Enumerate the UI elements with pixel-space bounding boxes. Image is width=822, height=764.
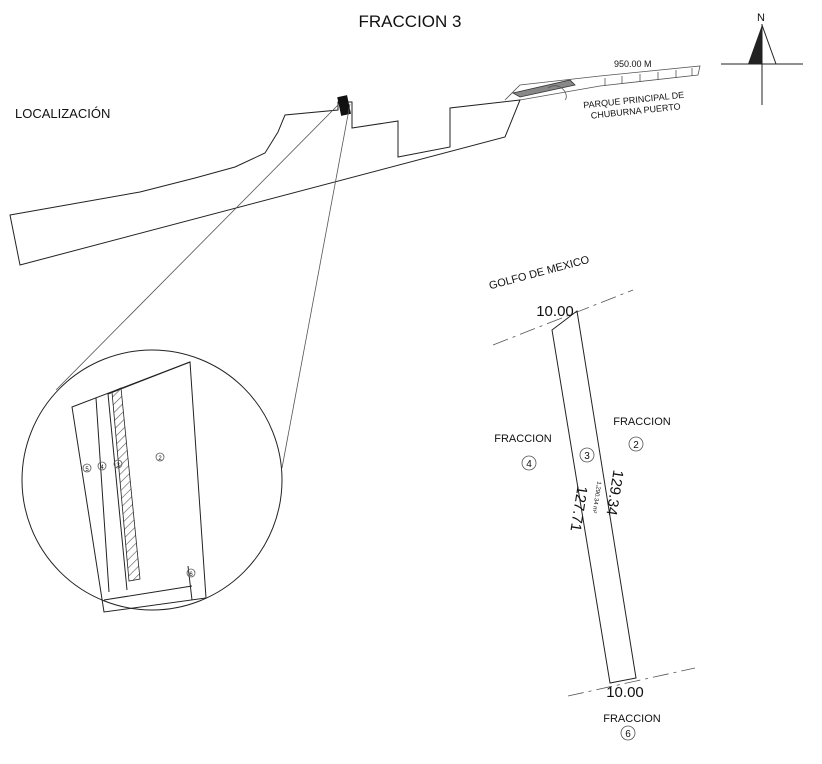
inset-lot-numbers: 5 4 3 2 6 — [82, 452, 196, 578]
fraccion-bottom-label: FRACCION — [603, 713, 661, 725]
north-label: N — [757, 12, 765, 24]
inset-number-4: 4 — [100, 465, 104, 471]
lot-circle-bottom — [620, 725, 636, 741]
dim-bottom: 10.00 — [606, 684, 644, 701]
fraccion-left-label: FRACCION — [494, 433, 552, 445]
lot-number-center: 3 — [584, 451, 590, 462]
lot-circle-center — [579, 447, 595, 463]
lot-circle-right — [628, 436, 644, 452]
inset-number-5: 5 — [85, 467, 89, 473]
park-road-strip — [511, 68, 693, 101]
coast-line-bottom — [567, 667, 696, 697]
lot-number-bottom: 6 — [625, 729, 631, 740]
north-arrow-icon — [721, 24, 803, 105]
lot-fraccion-3 — [551, 310, 637, 684]
gulf-label: GOLFO DE MEXICO — [488, 254, 591, 292]
zoom-lines — [55, 103, 351, 469]
coast-line-top — [492, 289, 634, 346]
lot-number-right: 2 — [633, 440, 639, 451]
area-label: 1,290.34 m² — [591, 481, 602, 514]
dim-top: 10.00 — [536, 303, 574, 320]
dim-right: 129.34 — [602, 469, 626, 517]
inset-number-6: 6 — [189, 572, 193, 578]
localizacion-label: LOCALIZACIÓN — [15, 106, 110, 121]
lot-circle-left — [521, 455, 537, 471]
distance-label: 950.00 M — [614, 59, 652, 69]
location-outline — [9, 65, 701, 266]
inset-number-3: 3 — [116, 463, 120, 469]
lot-number-left: 4 — [526, 459, 532, 470]
inset-number-2: 2 — [158, 456, 162, 462]
drawing-title: FRACCION 3 — [359, 12, 462, 31]
location-marker — [337, 95, 351, 116]
fraccion-right-label: FRACCION — [613, 416, 671, 428]
inset-detail — [21, 349, 283, 613]
dim-left: 127.71 — [566, 485, 590, 533]
